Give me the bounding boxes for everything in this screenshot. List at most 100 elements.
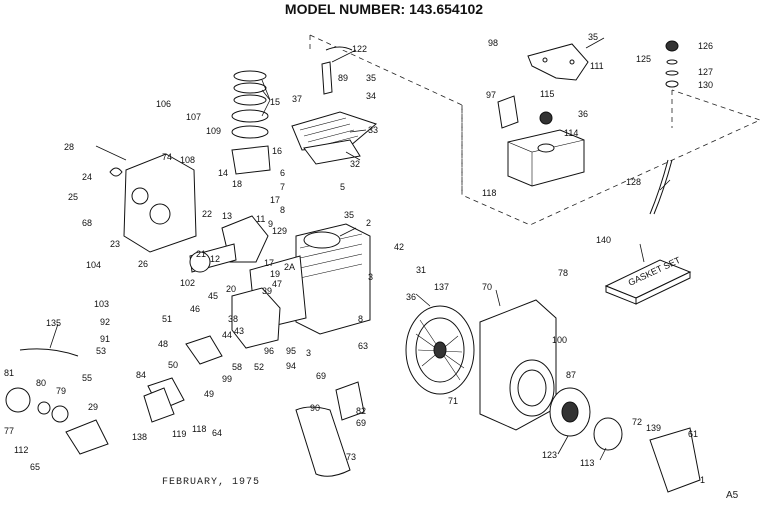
cylinder-head	[291, 111, 378, 165]
callout: 128	[626, 177, 641, 187]
callout: 111	[590, 61, 604, 71]
callout: 33	[368, 125, 378, 135]
callout: 28	[64, 142, 74, 152]
callout: 61	[688, 429, 698, 439]
callout: 137	[434, 282, 449, 292]
callout: 125	[636, 54, 651, 64]
callout: 78	[558, 268, 568, 278]
callout: 112	[14, 445, 28, 455]
callout: 25	[68, 192, 78, 202]
callout: 113	[580, 458, 594, 468]
air-filter-stack	[649, 40, 679, 215]
callout: 87	[566, 370, 576, 380]
callout: 46	[190, 304, 200, 314]
callout: 65	[30, 462, 40, 472]
callout: 119	[172, 429, 186, 439]
model-number-title: MODEL NUMBER: 143.654102	[285, 1, 483, 17]
callout: 52	[254, 362, 264, 372]
callout: 90	[310, 403, 320, 413]
callout: 106	[156, 99, 171, 109]
gasket-set-box: GASKET SET	[604, 255, 692, 305]
callout: 11	[256, 214, 265, 224]
callout: 140	[596, 235, 611, 245]
callout: 127	[698, 67, 713, 77]
callout: 139	[646, 423, 661, 433]
callout: 14	[218, 168, 228, 178]
callout: 1	[700, 475, 705, 485]
callout: 20	[226, 284, 236, 294]
callout: 79	[56, 386, 66, 396]
piston-rings	[231, 70, 271, 175]
callout: 64	[212, 428, 222, 438]
callout: 94	[286, 361, 296, 371]
tank-bracket	[497, 43, 589, 129]
recoil-starter	[549, 387, 701, 493]
callout: 47	[272, 279, 282, 289]
callout: 84	[136, 370, 146, 380]
callout: 53	[96, 346, 106, 356]
callout: 36	[578, 109, 588, 119]
callout: 114	[564, 128, 578, 138]
callout: 17	[270, 195, 280, 205]
callout: 36	[406, 292, 416, 302]
callout: 22	[202, 209, 212, 219]
callout: 21	[196, 249, 206, 259]
callout: 34	[366, 91, 376, 101]
callout: 107	[186, 112, 201, 122]
callout: 38	[228, 314, 238, 324]
callout: 50	[168, 360, 178, 370]
callout: 108	[180, 155, 195, 165]
callout: 92	[100, 317, 110, 327]
fuel-tank-boundary	[309, 34, 762, 226]
callout: 12	[210, 254, 220, 264]
callout: 135	[46, 318, 61, 328]
callout: 2A	[284, 262, 295, 272]
callout: 72	[632, 417, 642, 427]
callout: 96	[264, 346, 274, 356]
print-date: FEBRUARY, 1975	[162, 477, 260, 488]
callout: 80	[36, 378, 46, 388]
callout: 49	[204, 389, 214, 399]
callout: 7	[280, 182, 285, 192]
callout: 5	[340, 182, 345, 192]
callout: 42	[394, 242, 404, 252]
callout: 77	[4, 426, 14, 436]
callout: 95	[286, 346, 296, 356]
callout: 48	[158, 339, 168, 349]
callout: 69	[356, 418, 366, 428]
callout: 32	[350, 159, 360, 169]
callout: 115	[540, 89, 554, 99]
governor-parts	[5, 348, 175, 455]
callout: 8	[280, 205, 285, 215]
crankshaft	[189, 215, 269, 273]
blower-housing	[479, 299, 557, 431]
callout: 122	[352, 44, 367, 54]
callout: 8	[358, 314, 363, 324]
callout: 98	[488, 38, 498, 48]
callout: 82	[356, 406, 366, 416]
callout: 103	[94, 299, 109, 309]
callout: 97	[486, 90, 496, 100]
spark-plug	[321, 46, 353, 95]
callout: 126	[698, 41, 713, 51]
callout: 68	[82, 218, 92, 228]
callout: 69	[316, 371, 326, 381]
callout: 74	[162, 152, 172, 162]
callout: 100	[552, 335, 567, 345]
callout: 37	[292, 94, 302, 104]
callout: 13	[222, 211, 232, 221]
callout: 24	[82, 172, 92, 182]
callout: 23	[110, 239, 120, 249]
callout: 70	[482, 282, 492, 292]
callout: 18	[232, 179, 242, 189]
callout: 45	[208, 291, 218, 301]
leader-lines	[49, 37, 671, 461]
callout: 31	[416, 265, 426, 275]
callout: 102	[180, 278, 195, 288]
callout: 3	[368, 272, 373, 282]
callout: 118	[482, 188, 496, 198]
callout: 6	[280, 168, 285, 178]
fuel-tank	[507, 111, 585, 187]
callout: 58	[232, 362, 242, 372]
